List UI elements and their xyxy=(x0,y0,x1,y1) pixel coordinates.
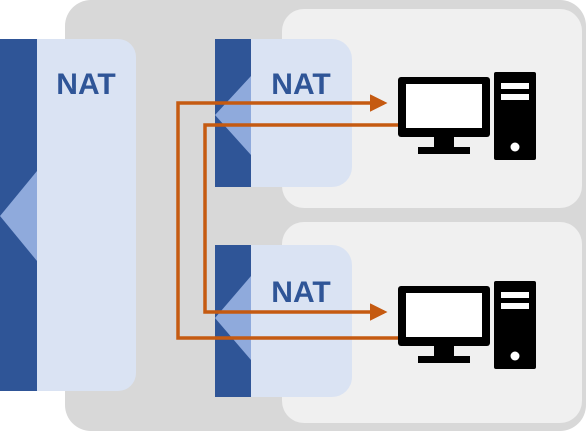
nat-gateway-bottom: NAT xyxy=(215,245,352,397)
arrow-bottom-to-top xyxy=(176,94,398,340)
connection-paths xyxy=(176,94,398,340)
nat-label-top: NAT xyxy=(271,68,330,101)
nat-label-bottom: NAT xyxy=(271,276,330,309)
nat-gateway-top: NAT xyxy=(215,39,352,187)
nat-gateway-main: NAT xyxy=(0,39,136,391)
arrow-top-to-bottom xyxy=(203,123,398,321)
nat-label-main: NAT xyxy=(56,68,115,101)
